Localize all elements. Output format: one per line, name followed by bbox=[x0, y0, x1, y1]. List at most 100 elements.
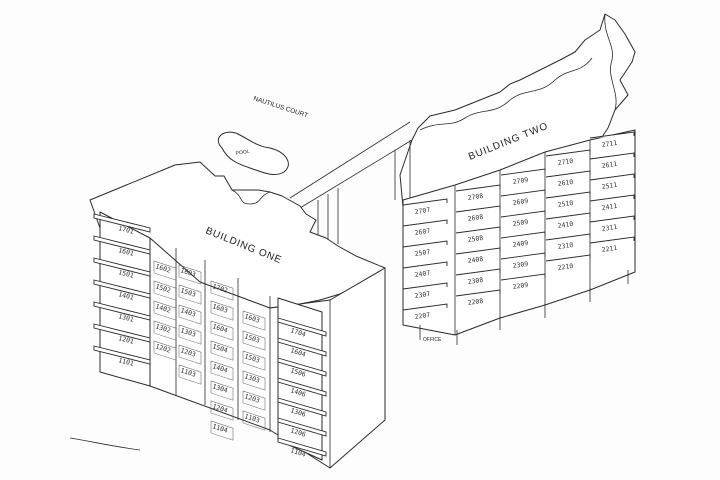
unit-label: 2611 bbox=[601, 160, 618, 170]
unit-label: 1101 bbox=[118, 356, 135, 368]
window-panel bbox=[178, 264, 202, 285]
balcony bbox=[455, 289, 501, 297]
building-one-right-tower bbox=[277, 297, 323, 461]
balcony bbox=[500, 189, 546, 197]
window-panel bbox=[153, 320, 177, 341]
balcony bbox=[277, 417, 327, 437]
balcony bbox=[277, 437, 327, 457]
unit-label: 2307 bbox=[414, 290, 431, 300]
unit-label: 2210 bbox=[557, 262, 574, 272]
balcony bbox=[500, 210, 546, 218]
window-panel bbox=[210, 400, 234, 421]
balcony bbox=[545, 149, 591, 157]
balcony bbox=[589, 131, 635, 139]
balcony bbox=[402, 219, 448, 227]
unit-label: 1601 bbox=[118, 246, 135, 258]
unit-label: 2607 bbox=[414, 227, 431, 237]
unit-label: 1701 bbox=[118, 224, 135, 236]
window-panel bbox=[178, 344, 202, 365]
balcony bbox=[500, 273, 546, 281]
balcony bbox=[277, 317, 327, 337]
court-label: NAUTILUS COURT bbox=[252, 95, 308, 119]
unit-label: 2708 bbox=[467, 192, 484, 202]
unit-label: 1401 bbox=[118, 290, 135, 302]
window-panel bbox=[153, 340, 177, 361]
window-panel bbox=[178, 284, 202, 305]
balcony bbox=[455, 205, 501, 213]
balcony bbox=[500, 231, 546, 239]
balcony bbox=[402, 282, 448, 290]
balcony bbox=[455, 268, 501, 276]
balcony bbox=[277, 377, 327, 397]
balcony bbox=[545, 233, 591, 241]
balcony bbox=[500, 252, 546, 260]
window-panel bbox=[210, 340, 234, 361]
unit-label: 2410 bbox=[557, 220, 574, 230]
balcony bbox=[500, 168, 546, 176]
unit-label: 2509 bbox=[512, 218, 529, 228]
unit-label: 2408 bbox=[467, 255, 484, 265]
window-panel bbox=[178, 324, 202, 345]
paper-mark bbox=[69, 437, 141, 451]
unit-label: 2407 bbox=[414, 269, 431, 279]
window-panel bbox=[153, 280, 177, 301]
unit-label: 2507 bbox=[414, 248, 431, 258]
window-panel bbox=[242, 350, 266, 371]
unit-label: 2510 bbox=[557, 199, 574, 209]
unit-label: 2707 bbox=[414, 206, 431, 216]
balcony bbox=[455, 247, 501, 255]
window-panel bbox=[178, 304, 202, 325]
window-panel bbox=[153, 300, 177, 321]
balcony bbox=[402, 261, 448, 269]
balcony bbox=[589, 215, 635, 223]
balcony bbox=[402, 303, 448, 311]
unit-label: 2711 bbox=[601, 139, 618, 149]
unit-label: 2709 bbox=[512, 176, 529, 186]
unit-label: 2610 bbox=[557, 178, 574, 188]
unit-label: 2310 bbox=[557, 241, 574, 251]
unit-label: 2209 bbox=[512, 281, 529, 291]
balcony bbox=[93, 323, 151, 343]
balcony bbox=[277, 337, 327, 357]
balcony bbox=[589, 236, 635, 244]
building-one-front-face bbox=[149, 237, 386, 469]
unit-label: 1501 bbox=[118, 268, 135, 280]
unit-label: 2207 bbox=[414, 311, 431, 321]
window-panel bbox=[210, 300, 234, 321]
balcony bbox=[93, 301, 151, 321]
pool-outline bbox=[217, 131, 289, 175]
balcony bbox=[93, 257, 151, 277]
unit-label: 2411 bbox=[601, 202, 618, 212]
balcony bbox=[277, 357, 327, 377]
unit-label: 1201 bbox=[118, 334, 135, 346]
connecting-walkway bbox=[289, 121, 413, 260]
unit-label: 2508 bbox=[467, 234, 484, 244]
balcony bbox=[93, 213, 151, 233]
pool-label: POOL bbox=[235, 149, 250, 157]
window-panel bbox=[242, 310, 266, 331]
unit-label: 2311 bbox=[601, 223, 618, 233]
window-panel bbox=[242, 410, 266, 431]
balcony bbox=[589, 152, 635, 160]
building-one: 1701160115011401130112011101160215021402… bbox=[89, 161, 386, 469]
window-panel bbox=[242, 390, 266, 411]
window-panel bbox=[210, 380, 234, 401]
balcony bbox=[402, 198, 448, 206]
window-panel bbox=[210, 360, 234, 381]
unit-label: 1104 bbox=[211, 422, 228, 434]
unit-label: 2211 bbox=[601, 244, 618, 254]
building-two: 2707260725072407230722072708260825082408… bbox=[399, 13, 636, 345]
balcony bbox=[545, 254, 591, 262]
balcony bbox=[455, 184, 501, 192]
balcony bbox=[545, 212, 591, 220]
balcony bbox=[589, 173, 635, 181]
unit-label: 2511 bbox=[601, 181, 618, 191]
window-panel bbox=[210, 420, 234, 441]
balcony bbox=[277, 397, 327, 417]
window-panel bbox=[242, 330, 266, 351]
unit-label: 2308 bbox=[467, 276, 484, 286]
pool: POOL bbox=[217, 131, 289, 175]
window-panel bbox=[178, 364, 202, 385]
balcony bbox=[545, 191, 591, 199]
